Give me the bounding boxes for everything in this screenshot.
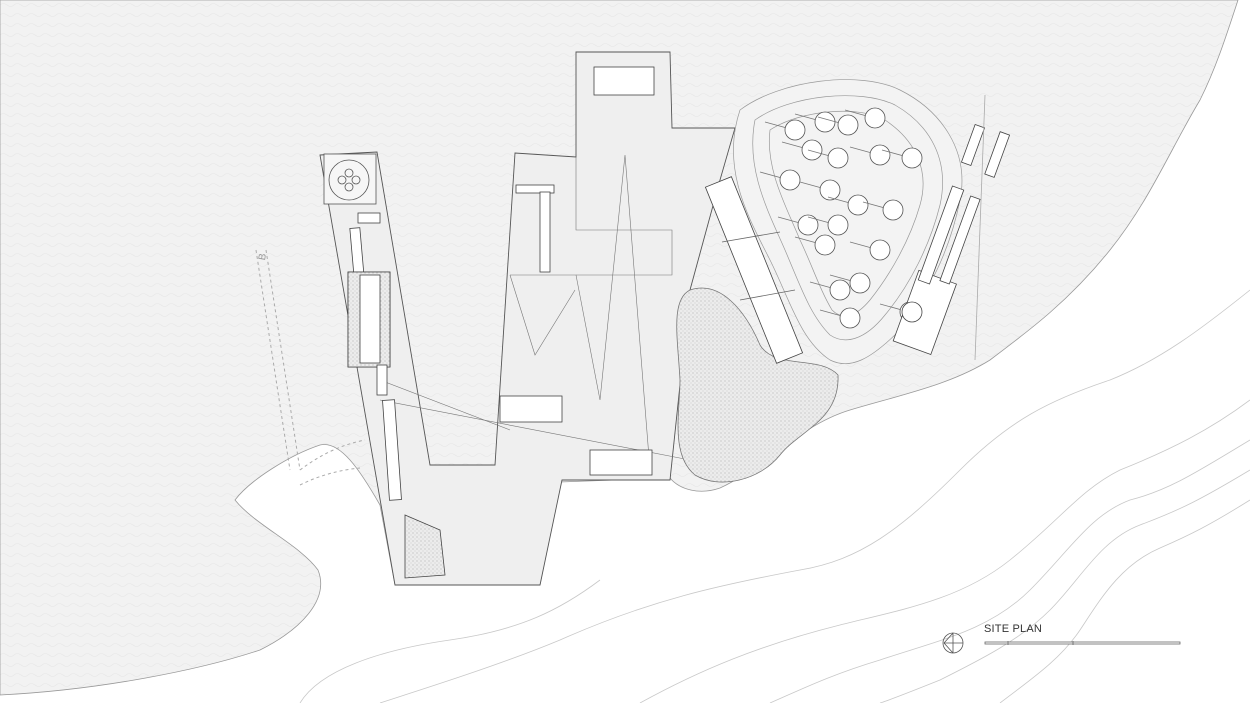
section-line-marker xyxy=(255,249,301,471)
round-feature xyxy=(323,153,377,205)
tree-icon xyxy=(847,194,869,216)
tree-icon xyxy=(882,199,904,221)
long-benches xyxy=(704,176,804,364)
tree-icon xyxy=(797,214,819,236)
scale-bar xyxy=(984,641,1181,645)
contour-lines xyxy=(299,289,1250,703)
trees xyxy=(759,107,923,329)
tree-icon xyxy=(829,279,851,301)
drawing-title: SITE PLAN xyxy=(984,623,1042,635)
tree-icon xyxy=(784,119,806,141)
tree-icon xyxy=(827,214,849,236)
tree-icon xyxy=(819,179,841,201)
tree-icon xyxy=(814,111,836,133)
tree-icon xyxy=(839,307,861,329)
platform-lines xyxy=(379,154,691,471)
section-marker-label: B xyxy=(257,252,269,261)
tree-icon xyxy=(849,272,871,294)
gravel-garden xyxy=(676,287,839,483)
pavilion xyxy=(892,94,1011,361)
tree-icon xyxy=(779,169,801,191)
tree-icon xyxy=(869,239,891,261)
tree-icon xyxy=(901,147,923,169)
tree-icon xyxy=(801,139,823,161)
pier-furniture xyxy=(347,66,655,579)
tree-icon xyxy=(814,234,836,256)
tree-icon xyxy=(827,147,849,169)
tree-icon xyxy=(869,144,891,166)
tree-icon xyxy=(837,114,859,136)
north-arrow-icon xyxy=(942,632,964,654)
tree-icon xyxy=(864,107,886,129)
